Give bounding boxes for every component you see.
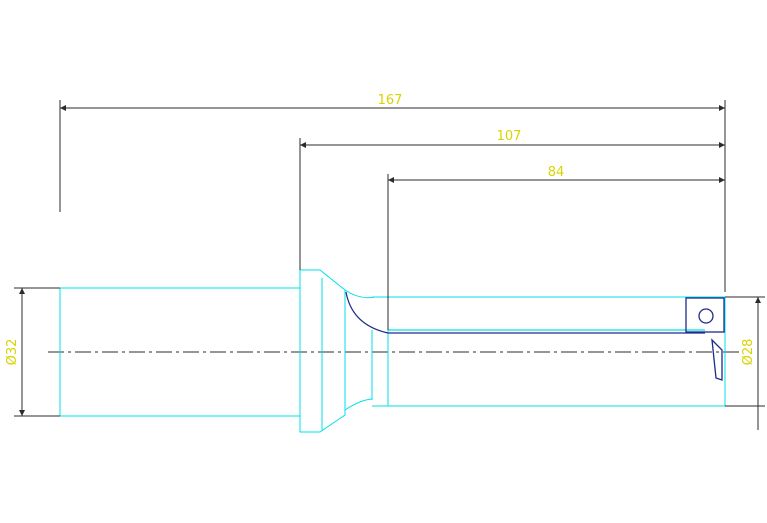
dimension-shank-diameter: Ø32	[5, 287, 60, 417]
mid-length-label: 107	[497, 129, 522, 144]
dimension-flute-length: 84	[387, 165, 725, 330]
drill-body	[372, 296, 726, 407]
cutting-insert	[685, 297, 725, 381]
collar	[299, 269, 376, 433]
dimension-drill-diameter: Ø28	[725, 296, 765, 430]
flute-length-label: 84	[548, 165, 565, 180]
shank-diameter-label: Ø32	[5, 339, 20, 366]
overall-length-label: 167	[378, 93, 403, 108]
drill-diameter-label: Ø28	[741, 339, 756, 366]
dimension-overall-length: 167	[59, 93, 726, 292]
flute-edge	[345, 291, 705, 334]
dimension-mid-length: 107	[299, 129, 725, 270]
